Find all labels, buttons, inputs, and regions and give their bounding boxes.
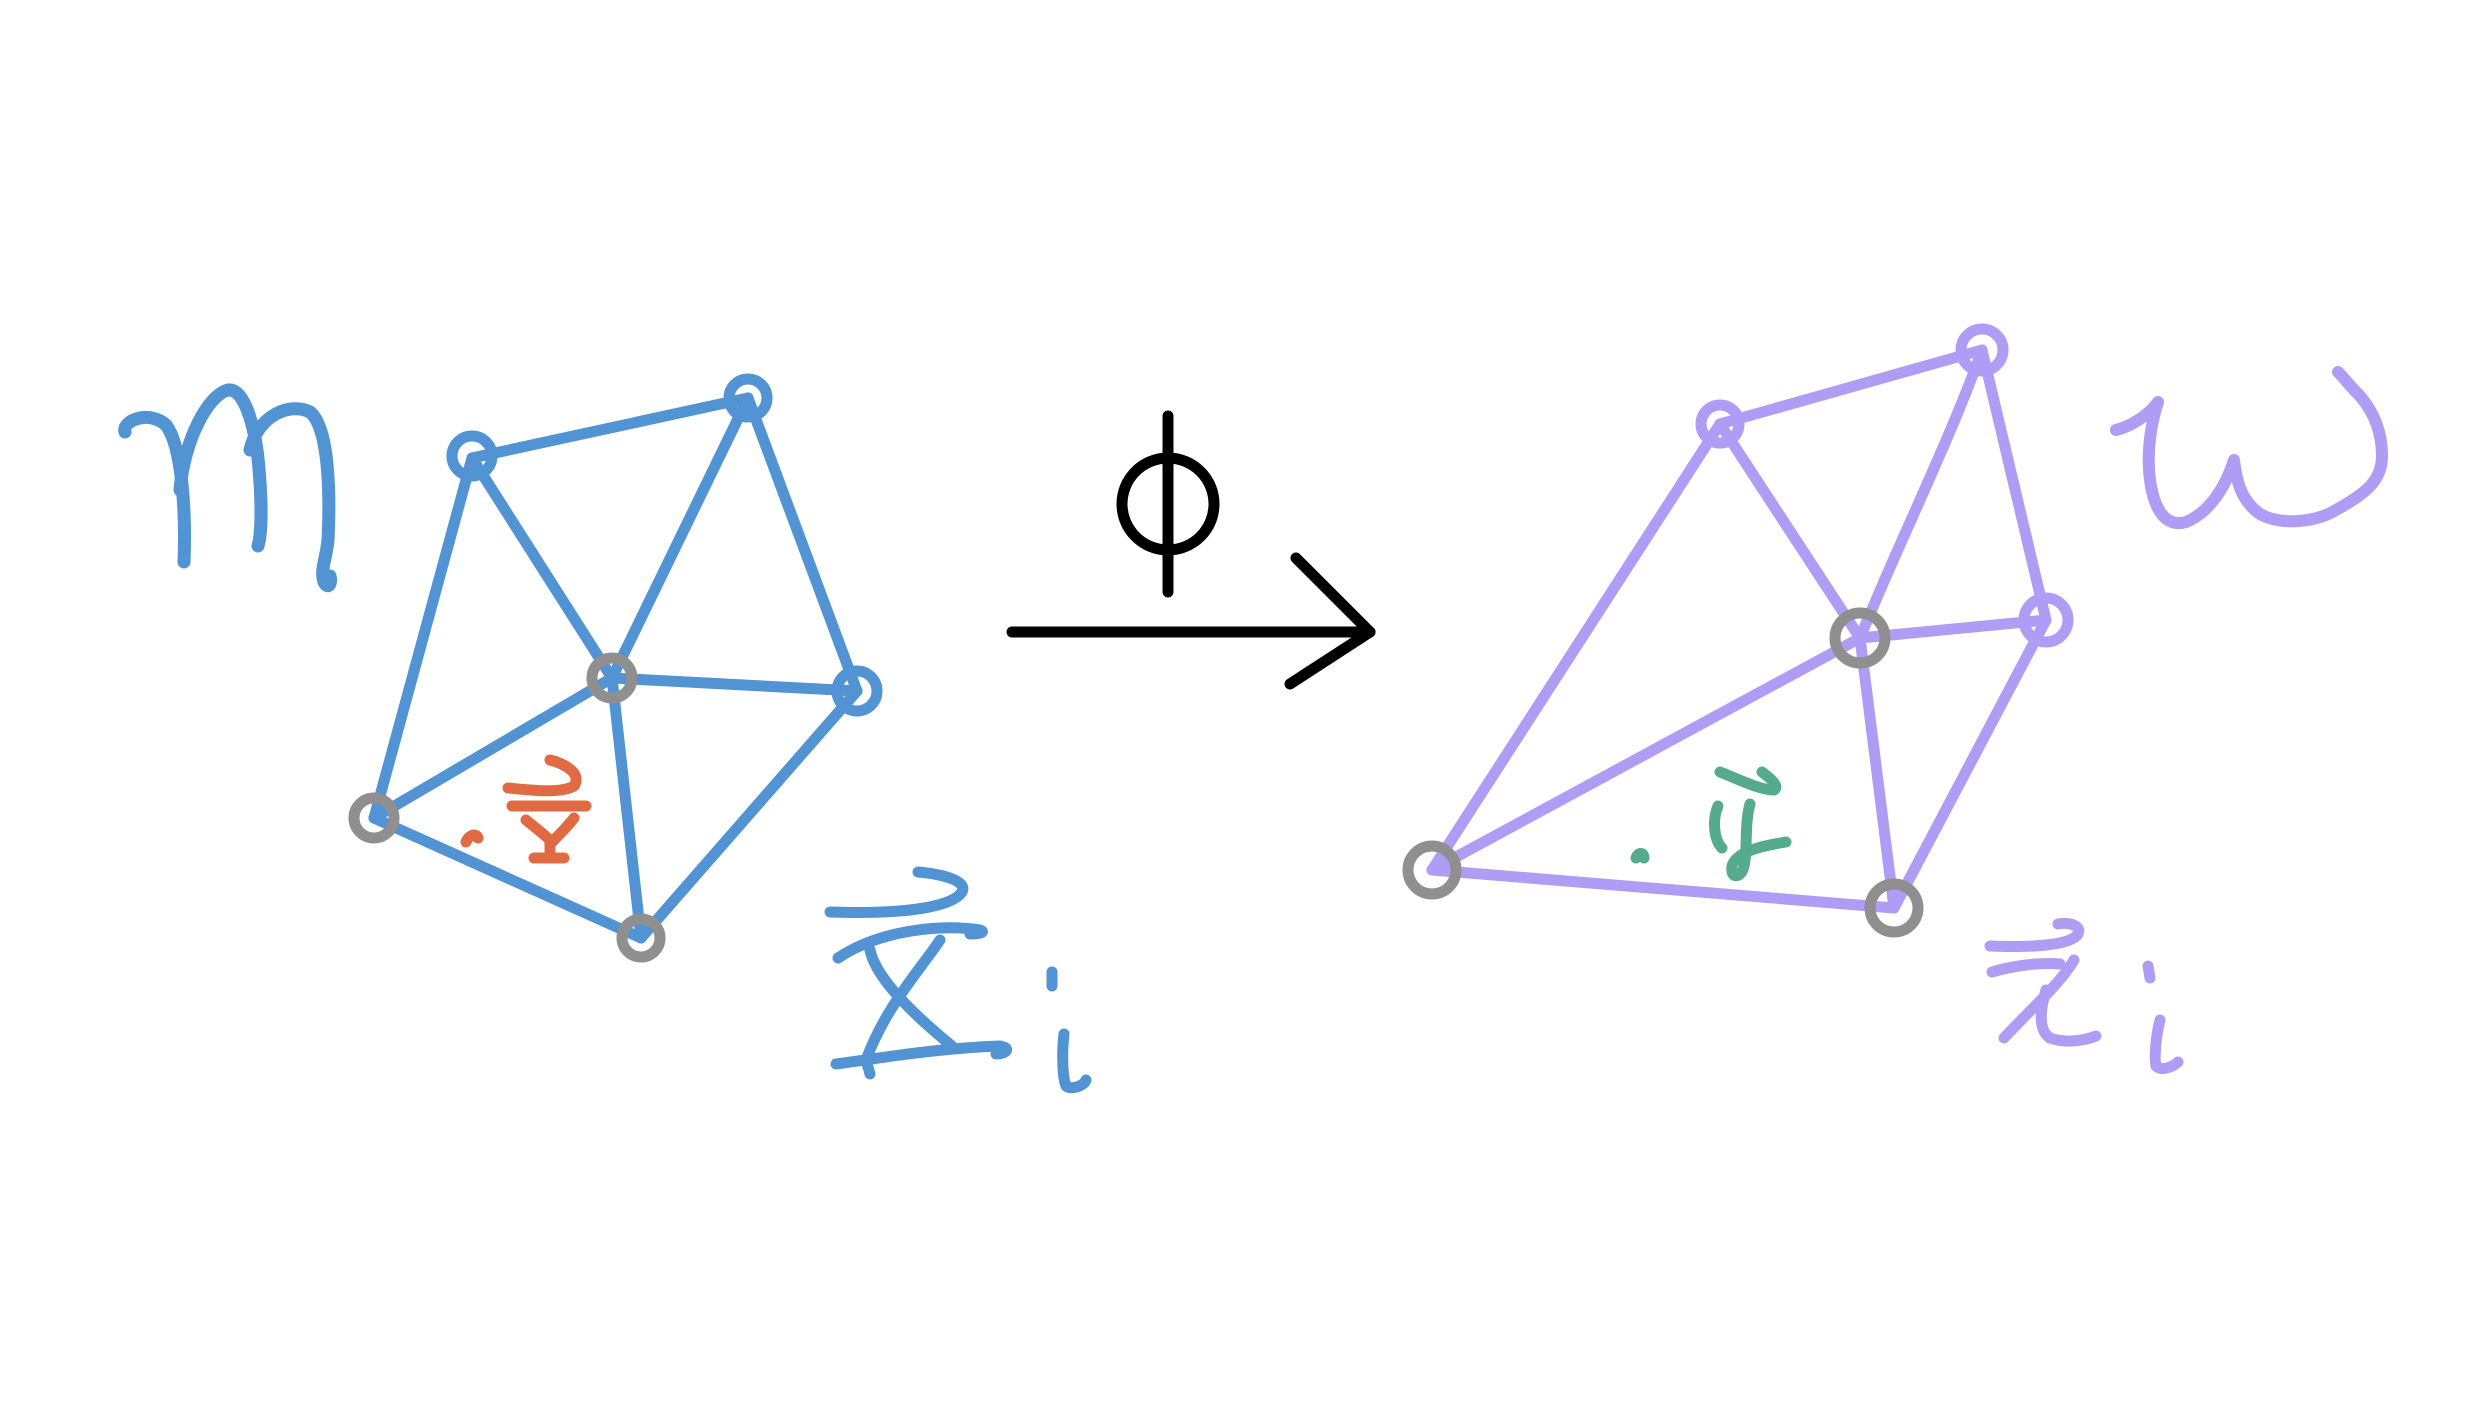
mesh-edge (466, 392, 754, 464)
mesh-edge (1426, 864, 1900, 914)
label-target-vertex-xi (1984, 918, 2184, 1074)
label-target-point-y (1630, 766, 1792, 882)
mesh-edge (606, 672, 863, 697)
mesh-edge (606, 392, 754, 684)
mesh-edge (368, 812, 647, 944)
mesh-vertex (586, 652, 638, 704)
mesh-vertex (723, 373, 773, 423)
label-source-point-y (460, 754, 592, 864)
mesh-edge (368, 452, 478, 824)
source-vertices (348, 373, 883, 963)
mesh-vertex (831, 665, 883, 717)
mesh-edge (1854, 632, 1900, 914)
mesh-vertex (1695, 399, 1745, 449)
mesh-edge (1426, 632, 1866, 876)
label-target-domain-omega (2110, 366, 2388, 530)
mesh-edge (1714, 344, 1988, 430)
mesh-vertex (1864, 878, 1924, 938)
target-vertices (1402, 323, 2074, 938)
mesh-vertex (2018, 592, 2074, 648)
mesh-vertex (446, 430, 498, 482)
mesh-vertex (1402, 840, 1462, 900)
mesh-edge (742, 392, 863, 697)
map-arrow-phi (1006, 410, 1376, 690)
phi-bowl (1116, 452, 1220, 556)
mesh-vertex (1955, 323, 2009, 377)
mesh-edge (606, 672, 647, 944)
mesh-edge (1976, 344, 2052, 626)
source-mesh (368, 392, 863, 944)
mesh-vertex (348, 792, 400, 844)
mesh-edge (1854, 614, 2052, 644)
mesh-vertex (616, 913, 666, 963)
mesh-edge (368, 672, 618, 824)
mesh-vertex (1829, 607, 1891, 669)
label-source-mesh-m (118, 383, 337, 593)
arrow-head (1284, 552, 1376, 690)
mesh-edge (466, 452, 618, 684)
mesh-edge (1426, 418, 1726, 876)
mesh-edge (1714, 418, 1866, 644)
mesh-edge (635, 685, 863, 944)
mesh-edge (1888, 614, 2052, 914)
mesh-edge (1854, 344, 1988, 644)
target-mesh (1426, 344, 2052, 914)
label-source-vertex-xi (824, 866, 1092, 1094)
